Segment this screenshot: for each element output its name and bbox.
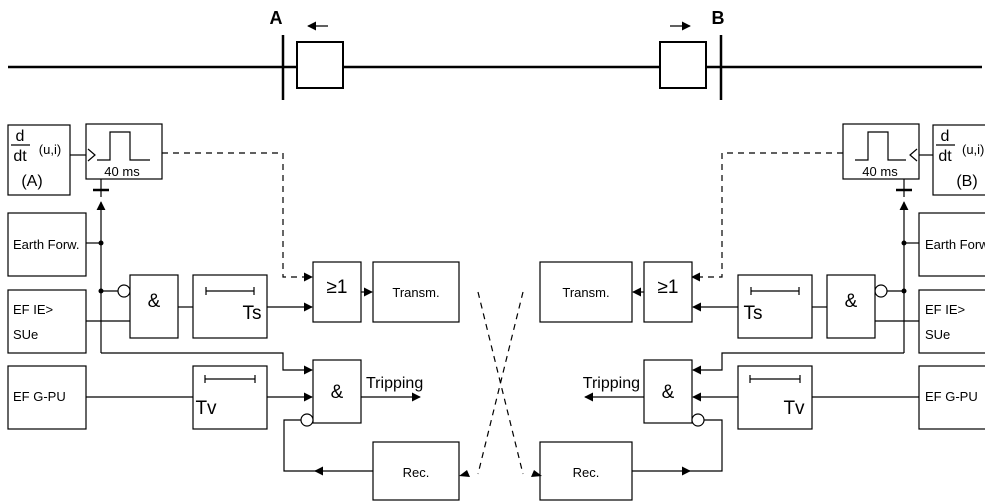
receiver-label-b: Rec. xyxy=(573,465,600,480)
channel-b-to-a xyxy=(477,291,524,475)
transmitter-b xyxy=(539,261,633,323)
receiver-b xyxy=(539,441,633,501)
ef-ie-line1-a: EF IE> xyxy=(13,302,53,317)
derivative-d-a: d xyxy=(16,128,25,145)
derivative-ui-a: (u,i) xyxy=(39,142,61,157)
and-gate-label-a: & xyxy=(148,291,161,312)
ef-ie-line2-b: SUe xyxy=(925,327,950,342)
ef-ie-line1-b: EF IE> xyxy=(925,302,965,317)
derivative-dt-b: dt xyxy=(938,148,952,165)
wire-rec-trip-b xyxy=(689,419,723,472)
wire-pulse-or-a xyxy=(162,152,313,282)
negation-and-a xyxy=(117,284,131,298)
negation-and-b xyxy=(874,284,888,298)
station-b-label: B xyxy=(712,8,725,28)
ef-gpu-block-b xyxy=(918,365,985,430)
ts-timer-a xyxy=(192,274,268,339)
trip-and-label-a: & xyxy=(331,382,344,403)
tv-label-b: Tv xyxy=(783,398,805,419)
wire-ef-trip-b xyxy=(692,352,904,375)
pulse-input-marker-a xyxy=(87,148,96,162)
tv-bracket-a xyxy=(204,375,256,383)
junction-and-b xyxy=(901,288,907,294)
junction-and-a xyxy=(98,288,104,294)
tv-label-a: Tv xyxy=(195,398,217,419)
ts-bracket-b xyxy=(750,287,800,295)
tripping-label-a: Tripping xyxy=(366,375,423,392)
side-a: d dt (u,i) (A) 40 ms Earth Forw. EF IE> … xyxy=(7,123,460,501)
wire-ef-trip-a xyxy=(101,352,313,375)
derivative-ui-b: (u,i) xyxy=(962,142,984,157)
derivative-dt-a: dt xyxy=(13,148,27,165)
junction-ef-b xyxy=(901,240,907,246)
pulse-waveform-a xyxy=(97,131,150,161)
tripping-label-b: Tripping xyxy=(583,375,640,392)
earth-forward-block-a xyxy=(7,212,87,277)
receiver-label-a: Rec. xyxy=(403,465,430,480)
ef-gpu-block-a xyxy=(7,365,87,430)
receiver-a xyxy=(372,441,460,501)
ts-bracket-a xyxy=(205,287,255,295)
ts-label-a: Ts xyxy=(243,303,262,324)
channel-arrowhead-b xyxy=(531,470,542,477)
side-b: d dt (u,i) (B) 40 ms Earth Forw. EF IE> … xyxy=(539,123,985,501)
and-gate-a xyxy=(129,274,179,339)
earth-forward-block-b xyxy=(918,212,985,277)
transmitter-label-a: Transm. xyxy=(392,285,439,300)
derivative-block-b xyxy=(932,124,985,196)
negation-trip-b xyxy=(691,413,705,427)
and-gate-label-b: & xyxy=(845,291,858,312)
breaker-b xyxy=(659,41,707,89)
earth-forward-label-b: Earth Forw. xyxy=(925,237,985,252)
ts-timer-b xyxy=(737,274,813,339)
ef-gpu-label-b: EF G-PU xyxy=(925,389,978,404)
station-a-label: A xyxy=(270,8,283,28)
ef-ie-block-a xyxy=(7,289,87,354)
channel-arrowhead-a xyxy=(459,470,470,477)
ef-gpu-label-a: EF G-PU xyxy=(13,389,66,404)
ts-label-b: Ts xyxy=(744,303,763,324)
tv-bracket-b xyxy=(749,375,801,383)
pulse-block-b xyxy=(842,123,920,180)
negation-trip-a xyxy=(300,413,314,427)
ef-ie-line2-a: SUe xyxy=(13,327,38,342)
junction-ef-a xyxy=(98,240,104,246)
breaker-a xyxy=(296,41,344,89)
or-gate-label-b: ≥1 xyxy=(658,277,679,298)
wire-pulse-or-b xyxy=(691,152,843,282)
derivative-tag-a: (A) xyxy=(21,173,42,190)
power-line: A B xyxy=(8,8,982,100)
ef-ie-block-b xyxy=(918,289,985,354)
trip-and-gate-a xyxy=(312,359,362,424)
earth-forward-label-a: Earth Forw. xyxy=(13,237,79,252)
or-gate-b xyxy=(643,261,693,323)
pulse-duration-b: 40 ms xyxy=(862,164,898,179)
pulse-duration-a: 40 ms xyxy=(104,164,140,179)
derivative-block-a xyxy=(7,124,71,196)
transmitter-a xyxy=(372,261,460,323)
communication-channel xyxy=(477,291,524,475)
derivative-tag-b: (B) xyxy=(956,173,977,190)
pulse-waveform-b xyxy=(855,131,906,161)
pulse-input-marker-b xyxy=(909,148,918,162)
transmitter-label-b: Transm. xyxy=(562,285,609,300)
or-gate-label-a: ≥1 xyxy=(327,277,348,298)
derivative-d-b: d xyxy=(941,128,950,145)
trip-and-label-b: & xyxy=(662,382,675,403)
pulse-block-a xyxy=(85,123,163,180)
wire-rec-trip-a xyxy=(283,419,316,472)
trip-and-gate-b xyxy=(643,359,693,424)
